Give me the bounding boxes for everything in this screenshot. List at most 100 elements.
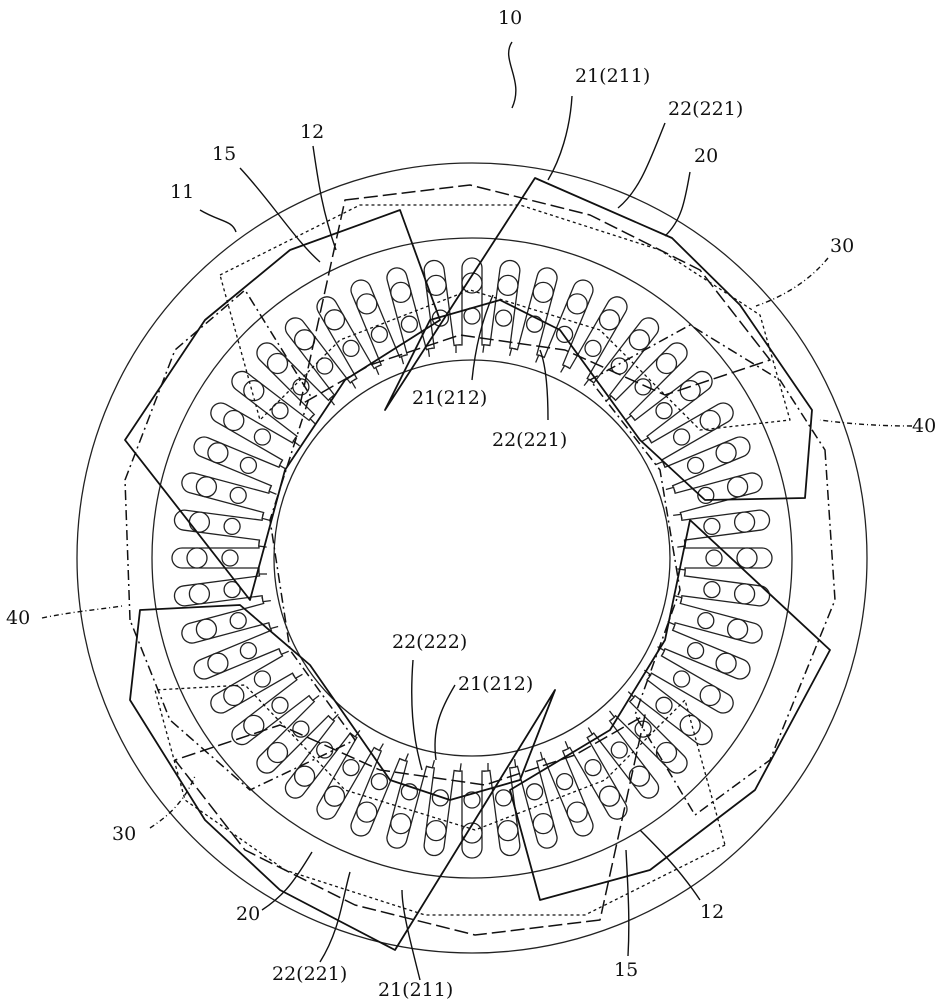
slot-conductor [525, 783, 544, 801]
slot-conductor [221, 549, 239, 567]
slot-conductor [431, 789, 450, 807]
slot-conductor [705, 549, 723, 567]
slot-conductor [584, 339, 602, 358]
slot-conductor [223, 517, 241, 536]
slot-conductor [239, 641, 258, 660]
slot-conductor [634, 378, 652, 396]
label-12-bottom: 12 [700, 901, 724, 923]
slot-conductor [672, 428, 691, 446]
outer-housing-circle [76, 162, 868, 954]
coil-20-right [509, 519, 831, 901]
leader-15-bottom [625, 849, 630, 957]
coil-40-group [124, 289, 836, 816]
label-22-221-bottom: 22(221) [272, 963, 347, 985]
slot-conductor [628, 329, 651, 351]
slot-conductor [697, 611, 715, 630]
slot-conductor [733, 583, 756, 605]
leader-20-bottom [261, 851, 313, 911]
slot-conductor [494, 789, 513, 807]
label-10: 10 [498, 7, 522, 29]
coil-20-lower [129, 604, 556, 951]
slot-conductor [243, 714, 265, 737]
label-21-212-upper: 21(212) [412, 387, 487, 409]
leader-22-221-upper [539, 349, 549, 421]
leader-21-211-top [547, 95, 573, 181]
slot-conductor [370, 325, 389, 344]
stator-bore-circle [273, 359, 671, 757]
slot-conductor [584, 758, 602, 777]
slot-conductor [566, 801, 588, 823]
slot-conductor [497, 819, 519, 842]
leader-20-top [664, 171, 691, 237]
slot-conductor [400, 315, 419, 333]
slot-conductor [463, 791, 481, 809]
slot-conductor [223, 580, 241, 599]
slot-conductor [672, 670, 691, 688]
slot-conductor [356, 801, 378, 823]
leader-40-left [41, 605, 123, 619]
slot-conductor [239, 456, 258, 475]
leader-10 [507, 41, 517, 109]
label-20-bottom: 20 [236, 903, 260, 925]
slot-conductor [555, 772, 574, 791]
slot-conductor [207, 442, 229, 464]
slot-conductor [726, 476, 749, 498]
stator-tooth [677, 541, 773, 575]
label-40-left: 40 [6, 607, 30, 629]
slot-conductors [186, 272, 758, 844]
leader-22-221-bottom [319, 871, 351, 963]
coil-long-bottom [174, 714, 646, 936]
slot-conductor [390, 281, 412, 304]
label-22-221-upper: 22(221) [492, 429, 567, 451]
slot-conductor [715, 652, 737, 674]
coil-20-left [124, 209, 441, 601]
leader-21-212-lower [434, 684, 456, 761]
label-20-top: 20 [694, 145, 718, 167]
slot-conductor [532, 281, 554, 304]
label-30-top: 30 [830, 235, 854, 257]
label-21-211-bottom: 21(211) [378, 979, 453, 1000]
label-40-right: 40 [912, 415, 936, 437]
slot-conductor [186, 547, 208, 569]
slot-conductor [736, 547, 758, 569]
leader-12-top [312, 145, 337, 251]
slot-conductor [253, 428, 272, 446]
leader-12-bottom [639, 829, 701, 901]
slot-conductor [726, 618, 749, 640]
label-11: 11 [170, 181, 194, 203]
stator-outer-ring [151, 237, 793, 879]
slot-conductor [271, 696, 289, 714]
leader-22-222 [411, 659, 423, 771]
slot-conductor [223, 409, 245, 432]
slot-conductor [223, 684, 245, 707]
slot-conductor [188, 511, 211, 533]
leader-30-bottom [149, 775, 196, 829]
slot-conductor [566, 293, 588, 315]
leader-15-top [239, 167, 321, 263]
slot-conductor [628, 765, 651, 787]
slot-conductor [195, 476, 218, 498]
slot-conductor [271, 402, 289, 420]
slot-conductor [610, 741, 628, 759]
slot-conductor [207, 652, 229, 674]
coil-40-left [124, 289, 356, 791]
slot-conductor [266, 352, 289, 375]
slot-conductor [229, 486, 247, 505]
slot-outline [171, 541, 267, 575]
slot-conductor [293, 329, 316, 351]
coil-20 [384, 177, 813, 501]
coil-20-group [124, 177, 831, 951]
slot-conductor [699, 684, 721, 707]
label-21-212-lower: 21(212) [458, 673, 533, 695]
slot-conductor [703, 517, 721, 536]
slot-conductor [655, 696, 673, 714]
slot-conductor [532, 812, 554, 835]
leader-21-212-upper [471, 294, 494, 381]
leader-21-211-bottom [401, 889, 421, 981]
slot-conductor [390, 812, 412, 835]
slot-conductor [229, 611, 247, 630]
label-22-222: 22(222) [392, 631, 467, 653]
coil-long-top [299, 184, 771, 406]
